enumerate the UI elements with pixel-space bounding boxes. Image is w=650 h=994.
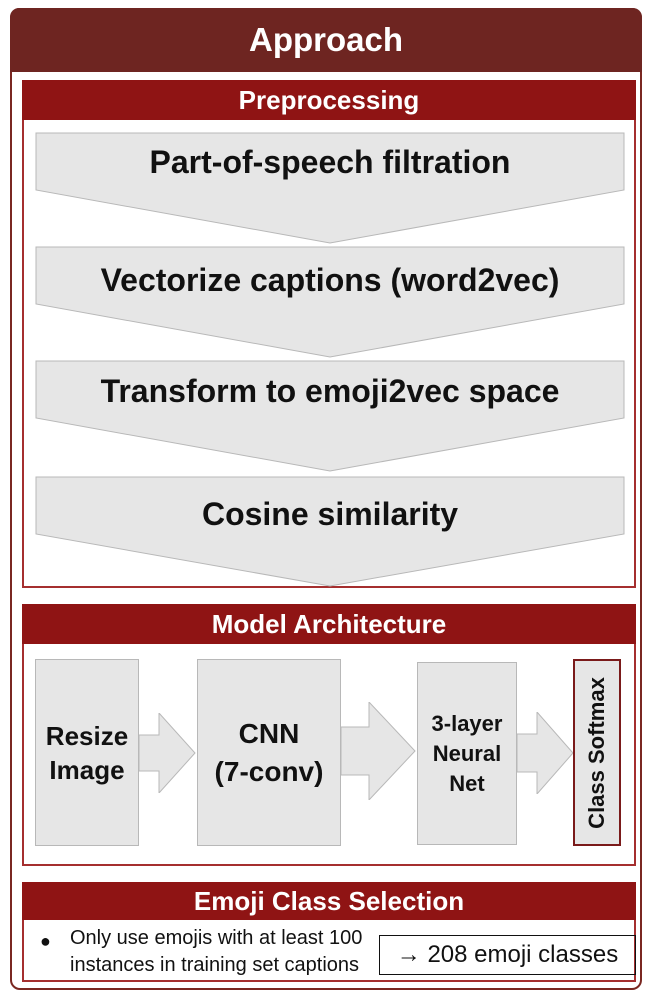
emoji-criteria-line2: instances in training set captions xyxy=(70,954,360,976)
emoji-selection-header: Emoji Class Selection xyxy=(22,882,636,920)
neural-net-line3: Net xyxy=(449,770,485,796)
step-cosine-similarity: Cosine similarity xyxy=(201,496,459,532)
neural-net-line2: Neural xyxy=(432,740,502,766)
step-pos-filtration: Part-of-speech filtration xyxy=(149,144,511,180)
class-softmax-box: Class Softmax xyxy=(573,659,621,846)
cnn-line2: (7-conv) xyxy=(214,755,324,787)
emoji-criteria-line1: Only use emojis with at least 100 xyxy=(70,927,363,949)
approach-title: Approach xyxy=(10,8,642,72)
arrow-icon xyxy=(517,712,574,794)
resize-image-line2: Image xyxy=(49,754,125,785)
model-architecture-header: Model Architecture xyxy=(22,604,636,644)
step-vectorize-captions: Vectorize captions (word2vec) xyxy=(100,262,560,298)
cnn-box: CNN (7-conv) xyxy=(197,659,341,846)
emoji-selection-section: Emoji Class Selection xyxy=(22,882,636,982)
step-transform-emoji2vec: Transform to emoji2vec space xyxy=(100,373,560,409)
resize-image-line1: Resize xyxy=(45,720,129,751)
arrow-icon xyxy=(139,713,196,793)
neural-net-line1: 3-layer xyxy=(431,710,503,736)
preprocessing-header: Preprocessing xyxy=(22,80,636,120)
emoji-class-count-box: → 208 emoji classes xyxy=(379,935,636,975)
class-softmax-label: Class Softmax xyxy=(584,676,609,829)
bullet-icon: ● xyxy=(40,931,51,951)
cnn-line1: CNN xyxy=(238,717,300,749)
arrow-icon xyxy=(341,702,416,800)
emoji-criteria-text: Only use emojis with at least 100 instan… xyxy=(70,925,380,979)
